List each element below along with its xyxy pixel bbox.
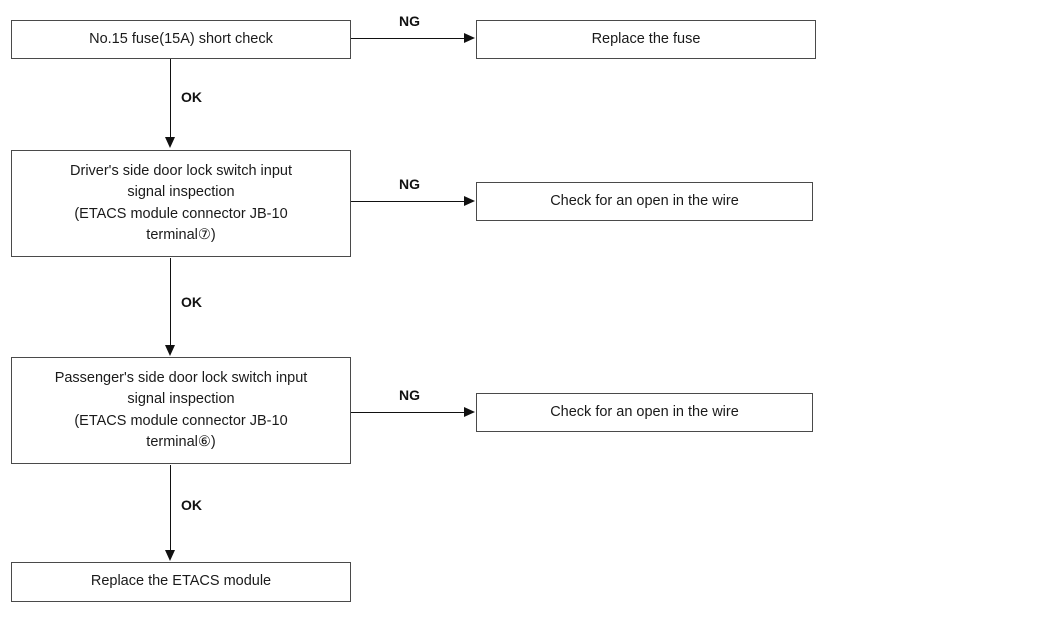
connector-ng-1 bbox=[351, 38, 464, 39]
arrowhead-ok-3-icon bbox=[164, 550, 175, 561]
node-replace-etacs-module[interactable]: Replace the ETACS module bbox=[11, 562, 351, 602]
node-check-open-in-wire-2-text: Check for an open in the wire bbox=[483, 402, 806, 423]
node-text-line: (ETACS module connector JB-10 bbox=[74, 205, 288, 222]
arrowhead-ng-3-icon bbox=[464, 406, 475, 417]
node-text-line: terminal⑦) bbox=[146, 226, 216, 243]
node-text-line: Passenger's side door lock switch input bbox=[54, 370, 308, 387]
node-text-line: Check for an open in the wire bbox=[550, 403, 739, 420]
connector-ng-3 bbox=[351, 412, 464, 413]
node-text-line: signal inspection bbox=[127, 184, 235, 201]
connector-ok-1 bbox=[170, 59, 171, 137]
node-passenger-side-door-lock-switch-inspection[interactable]: Passenger's side door lock switch input … bbox=[11, 357, 351, 464]
arrowhead-ng-2-icon bbox=[464, 195, 475, 206]
connector-ng-2 bbox=[351, 201, 464, 202]
node-replace-the-fuse[interactable]: Replace the fuse bbox=[476, 20, 816, 59]
node-text-line: Replace the ETACS module bbox=[90, 573, 272, 590]
node-driver-side-door-lock-switch-inspection[interactable]: Driver's side door lock switch input sig… bbox=[11, 150, 351, 257]
arrowhead-ng-1-icon bbox=[464, 32, 475, 43]
edge-label-ng-1: NG bbox=[399, 13, 420, 29]
arrowhead-ok-2-icon bbox=[164, 345, 175, 356]
node-text-line: No.15 fuse(15A) short check bbox=[89, 30, 273, 47]
edge-label-ok-1: OK bbox=[181, 89, 202, 105]
node-fuse-short-check[interactable]: No.15 fuse(15A) short check bbox=[11, 20, 351, 59]
node-text-line: terminal⑥) bbox=[146, 433, 216, 450]
connector-ok-3 bbox=[170, 465, 171, 550]
node-replace-the-fuse-text: Replace the fuse bbox=[483, 29, 809, 50]
node-check-open-in-wire-1-text: Check for an open in the wire bbox=[483, 191, 806, 212]
node-check-open-in-wire-2[interactable]: Check for an open in the wire bbox=[476, 393, 813, 432]
node-text-line: Driver's side door lock switch input bbox=[70, 163, 292, 180]
node-driver-side-door-lock-switch-inspection-text: Driver's side door lock switch input sig… bbox=[18, 161, 344, 245]
edge-label-ok-3: OK bbox=[181, 497, 202, 513]
edge-label-ng-2: NG bbox=[399, 176, 420, 192]
node-text-line: (ETACS module connector JB-10 bbox=[74, 412, 288, 429]
node-text-line: Check for an open in the wire bbox=[550, 192, 739, 209]
node-check-open-in-wire-1[interactable]: Check for an open in the wire bbox=[476, 182, 813, 221]
node-replace-etacs-module-text: Replace the ETACS module bbox=[18, 571, 344, 592]
edge-label-ok-2: OK bbox=[181, 294, 202, 310]
node-passenger-side-door-lock-switch-inspection-text: Passenger's side door lock switch input … bbox=[18, 368, 344, 452]
edge-label-ng-3: NG bbox=[399, 387, 420, 403]
node-text-line: Replace the fuse bbox=[591, 30, 701, 47]
connector-ok-2 bbox=[170, 258, 171, 345]
node-fuse-short-check-text: No.15 fuse(15A) short check bbox=[18, 29, 344, 50]
node-text-line: signal inspection bbox=[127, 391, 235, 408]
arrowhead-ok-1-icon bbox=[164, 137, 175, 148]
